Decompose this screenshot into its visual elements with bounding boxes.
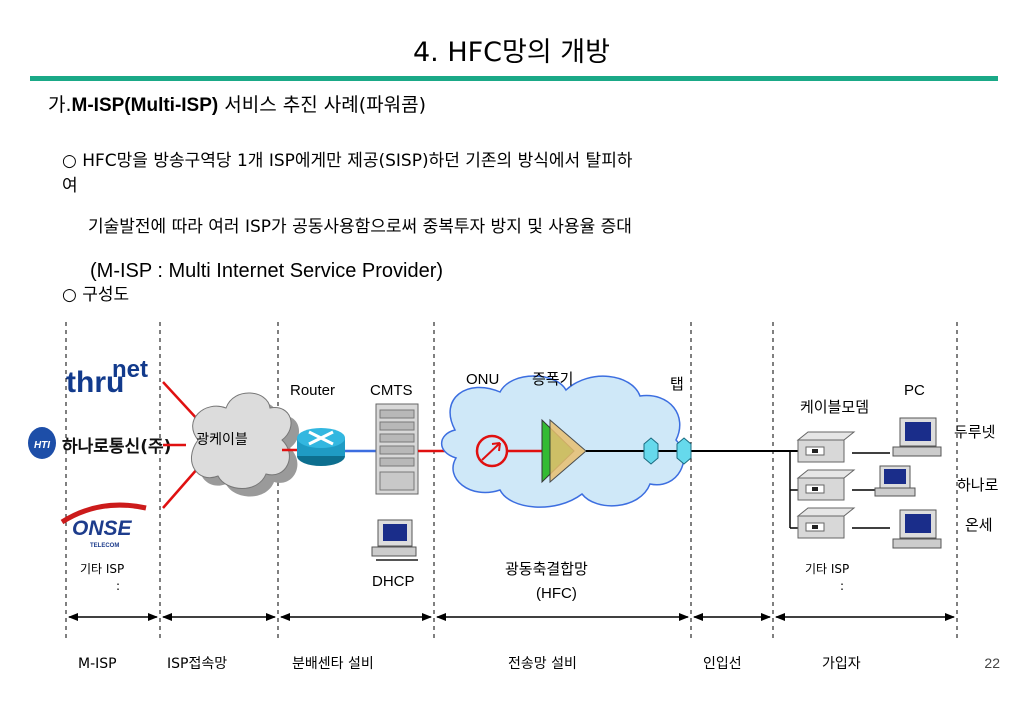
other-isp-left: 기타 ISP xyxy=(80,562,124,576)
hanaro-logo-text: 하나로통신(주) xyxy=(62,437,171,457)
segment-isp-access: ISP접속망 xyxy=(167,656,227,672)
section-heading: 가.M-ISP(Multi-ISP) 서비스 추진 사례(파워콤) xyxy=(48,90,426,117)
onse-logo-text: ONSE xyxy=(72,517,133,540)
onse-logo: ONSE TELECOM xyxy=(60,502,147,549)
hfc-sub-label: (HFC) xyxy=(536,585,577,602)
bullet-line-4: (M-ISP : Multi Internet Service Provider… xyxy=(90,260,444,282)
segment-transmission: 전송망 설비 xyxy=(508,656,577,672)
isp-links xyxy=(162,381,199,509)
amplifier-icon xyxy=(541,418,587,484)
subscriber-hanaro: 하나로 xyxy=(957,476,999,494)
router-label: Router xyxy=(290,382,335,399)
section-prefix: 가. xyxy=(48,94,72,116)
hfc-label: 광동축결합망 xyxy=(505,560,588,578)
cable-modem-icons xyxy=(796,431,856,539)
tap-label: 탭 xyxy=(670,375,684,393)
amplifier-label: 증폭기 xyxy=(532,370,573,388)
subscriber-durunet: 두루넷 xyxy=(954,423,995,441)
pc-icons xyxy=(874,417,942,549)
thrunet-logo-a: thru xyxy=(66,366,124,399)
subscriber-lines xyxy=(789,451,890,529)
router-icon xyxy=(297,428,345,466)
cmts-label: CMTS xyxy=(370,382,413,399)
pc-label: PC xyxy=(904,382,925,399)
dhcp-server-icon xyxy=(371,519,418,561)
hanaro-badge: HTI xyxy=(34,440,50,451)
segment-subscriber: 가입자 xyxy=(822,656,861,672)
onu-label: ONU xyxy=(466,371,499,388)
segment-separators xyxy=(65,322,958,640)
section-bold: M-ISP(Multi-ISP) xyxy=(71,95,219,116)
dots-right: : xyxy=(840,579,844,593)
bullet-structure: ○ 구성도 xyxy=(62,285,130,305)
hanaro-logo: HTI 하나로통신(주) xyxy=(28,427,171,459)
bullet-line-1: ○ HFC망을 방송구역당 1개 ISP에게만 제공(SISP)하던 기존의 방… xyxy=(62,151,633,171)
thrunet-logo-b: net xyxy=(112,356,148,383)
title-divider xyxy=(30,76,998,81)
segment-distribution: 분배센타 설비 xyxy=(292,656,374,672)
page-number: 22 xyxy=(984,655,1000,671)
segment-dropline: 인입선 xyxy=(703,656,742,672)
fiber-cloud-label: 광케이블 xyxy=(196,432,248,448)
cmts-rack-icon xyxy=(375,403,419,495)
section-rest: 서비스 추진 사례(파워콤) xyxy=(218,94,426,116)
dots-left: : xyxy=(116,579,120,593)
onse-logo-sub: TELECOM xyxy=(90,543,119,549)
segment-misp: M-ISP xyxy=(78,656,117,672)
thrunet-logo: thru net xyxy=(66,356,148,399)
bullet-line-3: 기술발전에 따라 여러 ISP가 공동사용함으로써 중복투자 방지 및 사용율 … xyxy=(88,217,632,237)
tap-icons xyxy=(643,437,692,465)
fiber-cloud: 광케이블 xyxy=(191,392,300,497)
cable-modem-label: 케이블모뎀 xyxy=(800,398,869,416)
subscriber-onse: 온세 xyxy=(965,516,993,534)
slide-title: 4. HFC망의 개방 xyxy=(413,37,610,68)
bullet-line-2: 여 xyxy=(62,176,78,196)
other-isp-right: 기타 ISP xyxy=(805,562,849,576)
dhcp-label: DHCP xyxy=(372,573,415,590)
